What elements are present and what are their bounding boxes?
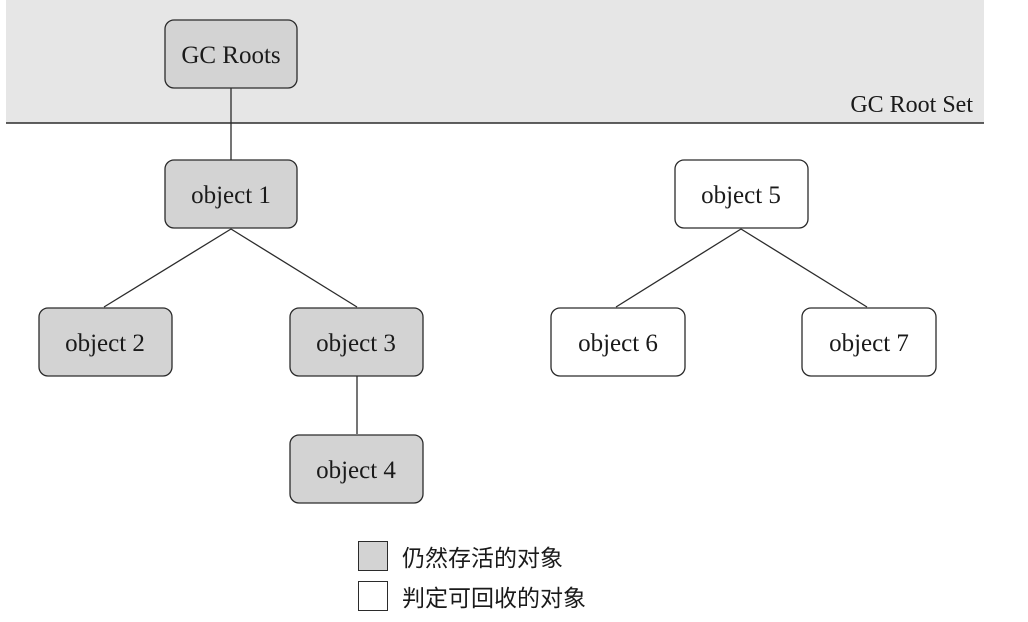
legend-swatch-alive [358, 541, 388, 571]
node-box-gc-roots [164, 19, 298, 89]
node-label-gc-roots: GC Roots [181, 42, 280, 69]
node-box-object-7 [801, 307, 937, 377]
gc-root-set-label: GC Root Set [850, 92, 973, 118]
node-object-5: object 5 [674, 159, 809, 229]
legend-label-collectable: 判定可回收的对象 [402, 586, 586, 612]
node-object-1: object 1 [164, 159, 298, 229]
node-box-object-6 [550, 307, 686, 377]
node-box-object-2 [38, 307, 173, 377]
node-label-object-6: object 6 [578, 330, 658, 357]
reference-edges [103, 88, 868, 434]
node-box-object-4 [289, 434, 424, 504]
legend: 仍然存活的对象 判定可回收的对象 [358, 536, 678, 616]
node-gc-roots: GC Roots [164, 19, 298, 89]
node-label-object-1: object 1 [191, 182, 271, 209]
node-box-object-1 [164, 159, 298, 229]
legend-item-collectable: 判定可回收的对象 [358, 576, 678, 616]
edge-object5-object6 [615, 228, 742, 308]
node-object-4: object 4 [289, 434, 424, 504]
node-box-object-3 [289, 307, 424, 377]
node-label-object-5: object 5 [701, 182, 781, 209]
node-box-object-5 [674, 159, 809, 229]
legend-label-alive: 仍然存活的对象 [402, 546, 563, 572]
edge-object1-object3 [230, 228, 358, 308]
node-object-7: object 7 [801, 307, 937, 377]
node-object-6: object 6 [550, 307, 686, 377]
node-object-3: object 3 [289, 307, 424, 377]
node-label-object-3: object 3 [316, 330, 396, 357]
node-object-2: object 2 [38, 307, 173, 377]
edge-object5-object7 [740, 228, 868, 308]
node-label-object-4: object 4 [316, 457, 396, 484]
legend-item-alive: 仍然存活的对象 [358, 536, 678, 576]
gc-root-set-area [6, 0, 984, 123]
node-label-object-2: object 2 [65, 330, 145, 357]
node-label-object-7: object 7 [829, 330, 909, 357]
legend-swatch-collectable [358, 581, 388, 611]
edge-object1-object2 [103, 228, 232, 308]
